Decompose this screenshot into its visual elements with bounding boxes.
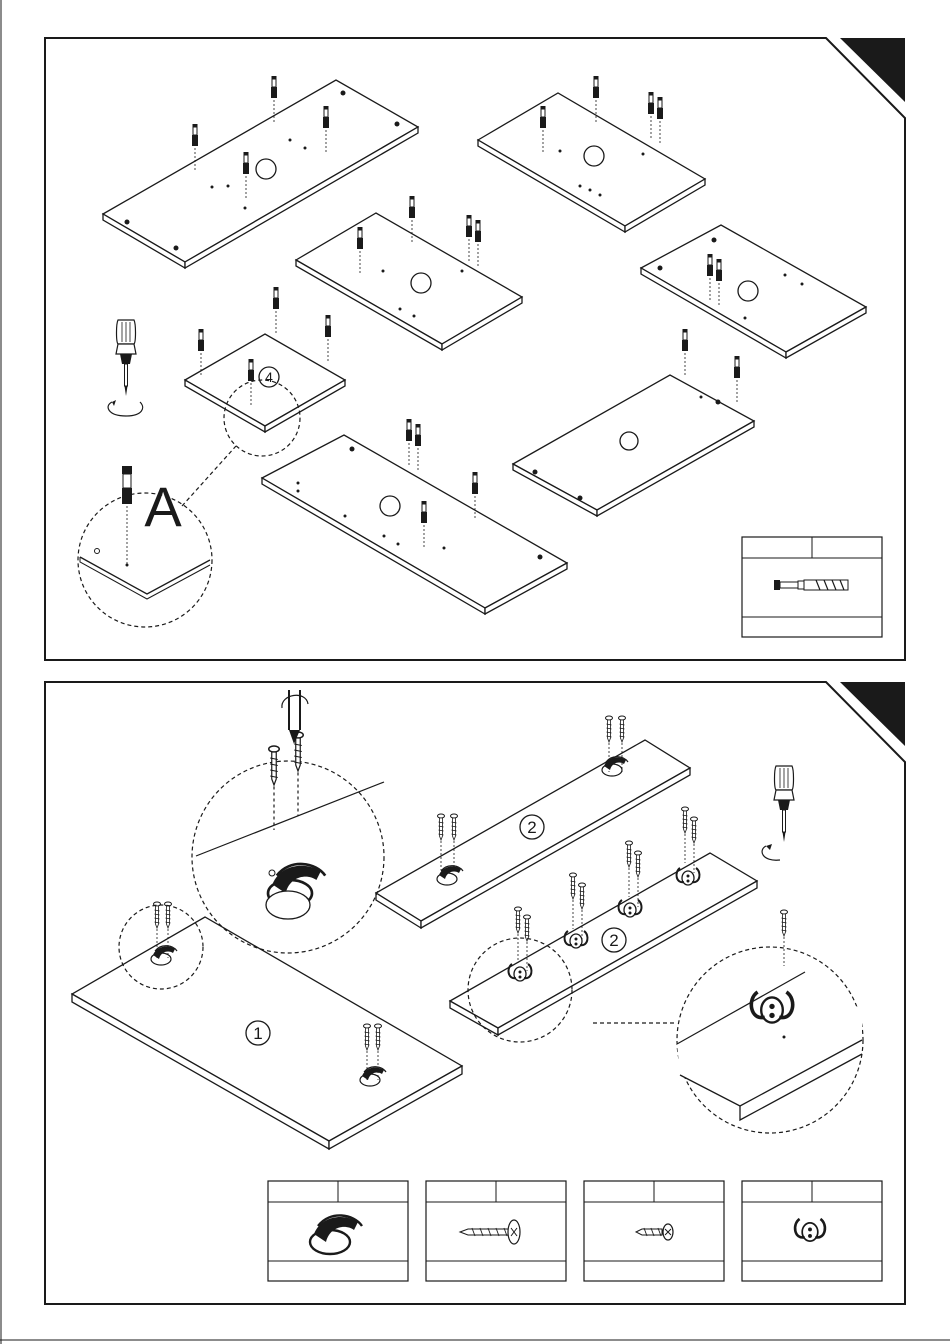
step-1-panel-numbers: 4 [265,369,273,385]
detail-a-label: A [144,475,182,538]
step-1-corner-tab [840,38,905,102]
screwdriver-icon [282,690,308,744]
step-2-boards [72,740,757,1149]
board-1-step2 [72,917,462,1149]
legend-short-screw [584,1181,724,1281]
step-1-boards [103,80,866,614]
panel-number: 4 [265,369,273,385]
panel-number: 2 [609,931,618,950]
screwdriver-icon [108,320,143,416]
legend-bracket [268,1181,408,1281]
board-2 [478,93,705,232]
panel-number: 2 [527,818,536,837]
legend-hook [742,1181,882,1281]
cam-bolt-part-icon [774,580,848,590]
step-2-corner-tab [840,682,905,746]
board-6 [513,375,754,516]
cam-bolt-icon [122,466,132,564]
screw-icon [781,910,788,966]
step-2-parts-legend [268,1181,882,1281]
screwdriver-icon [762,766,794,860]
legend-long-screw [426,1181,566,1281]
panel-number: 1 [253,1024,262,1043]
board-4 [641,225,866,358]
step-1-parts-legend [742,537,882,637]
